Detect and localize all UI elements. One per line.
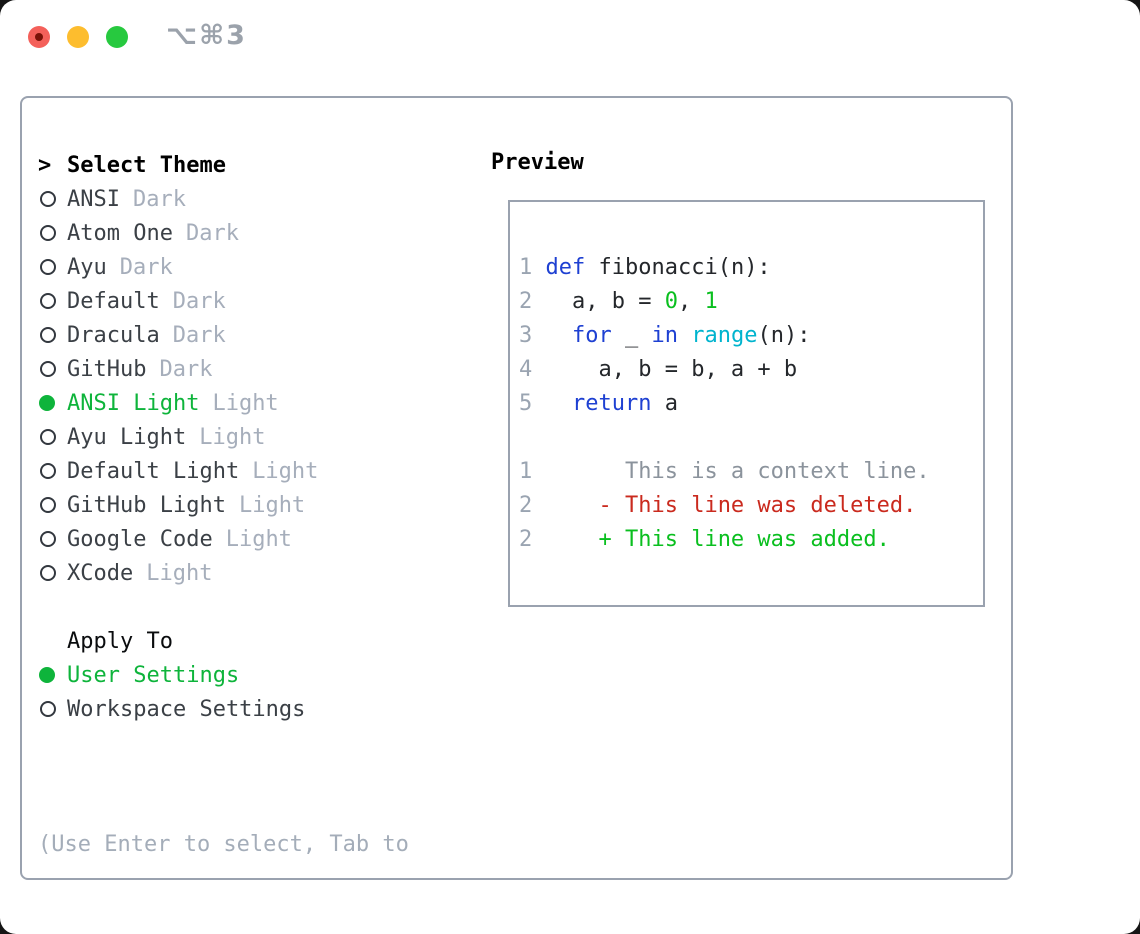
radio-selected-icon <box>39 667 55 683</box>
theme-name: Ayu Light <box>67 424 187 450</box>
preview-code-line: 4 a, b = b, a + b <box>519 357 798 382</box>
apply-option-user-settings[interactable]: User Settings <box>38 658 468 692</box>
theme-variant-tag: Light <box>212 390 279 416</box>
theme-option-google-code[interactable]: Google Code Light <box>38 522 468 556</box>
select-theme-header: > Select Theme <box>38 148 468 182</box>
theme-option-atom-one[interactable]: Atom One Dark <box>38 216 468 250</box>
radio-icon <box>40 531 56 547</box>
theme-option-ansi[interactable]: ANSI Dark <box>38 182 468 216</box>
preview-diff-added-line: 2 + This line was added. <box>519 527 890 552</box>
theme-name: GitHub Light <box>67 492 226 518</box>
traffic-lights <box>28 26 128 48</box>
theme-name: Dracula <box>67 322 160 348</box>
theme-option-default[interactable]: Default Dark <box>38 284 468 318</box>
theme-variant-tag: Dark <box>172 322 226 348</box>
theme-name: XCode <box>67 560 134 586</box>
preview-diff-deleted-line: 2 - This line was deleted. <box>519 493 917 518</box>
close-button-dot <box>35 33 43 41</box>
theme-variant-tag: Light <box>238 492 306 518</box>
preview-code-line: 3 for _ in range(n): <box>519 323 811 348</box>
apply-option-label: Workspace Settings <box>67 696 306 722</box>
preview-code-line: 2 a, b = 0, 1 <box>519 289 718 314</box>
theme-option-ansi-light[interactable]: ANSI Light Light <box>38 386 468 420</box>
theme-name: Default Light <box>67 458 240 484</box>
radio-icon <box>40 463 56 479</box>
select-theme-title: Select Theme <box>67 152 226 178</box>
theme-option-xcode[interactable]: XCode Light <box>38 556 468 590</box>
zoom-button[interactable] <box>106 26 128 48</box>
theme-name: Google Code <box>67 526 213 552</box>
hint-text: (Use Enter to select, Tab to change focu… <box>38 760 468 934</box>
window-shortcut-label: ⌥⌘3 <box>166 20 247 51</box>
theme-variant-tag: Dark <box>172 288 226 314</box>
radio-selected-icon <box>39 395 55 411</box>
theme-option-github[interactable]: GitHub Dark <box>38 352 468 386</box>
apply-option-label: User Settings <box>67 662 240 688</box>
radio-icon <box>40 327 56 343</box>
prompt-icon: > <box>38 152 52 178</box>
theme-variant-tag: Dark <box>132 186 186 212</box>
radio-icon <box>40 429 56 445</box>
radio-icon <box>40 701 56 717</box>
hint-line-2: change focus) <box>38 930 468 934</box>
spacer <box>38 726 468 760</box>
hint-line-1: (Use Enter to select, Tab to <box>38 832 409 857</box>
theme-name: ANSI <box>67 186 120 212</box>
theme-variant-tag: Light <box>146 560 213 586</box>
close-button[interactable] <box>28 26 50 48</box>
radio-icon <box>40 191 56 207</box>
radio-icon <box>40 497 56 513</box>
theme-variant-tag: Light <box>225 526 292 552</box>
radio-icon <box>40 225 56 241</box>
theme-variant-tag: Dark <box>159 356 213 382</box>
radio-icon <box>40 565 56 581</box>
apply-to-header: Apply To <box>38 624 468 658</box>
preview-code: 1 def fibonacci(n): 2 a, b = 0, 1 3 for _ … <box>519 251 930 557</box>
theme-option-github-light[interactable]: GitHub Light Light <box>38 488 468 522</box>
theme-variant-tag: Dark <box>185 220 239 246</box>
preview-code-line: 1 def fibonacci(n): <box>519 255 771 280</box>
theme-name: Atom One <box>67 220 173 246</box>
preview-title: Preview <box>491 150 584 175</box>
theme-name: ANSI Light <box>67 390 200 416</box>
apply-option-workspace-settings[interactable]: Workspace Settings <box>38 692 468 726</box>
radio-icon <box>40 361 56 377</box>
preview-diff-context-line: 1 This is a context line. <box>519 459 930 484</box>
theme-option-default-light[interactable]: Default Light Light <box>38 454 468 488</box>
theme-variant-tag: Light <box>252 458 319 484</box>
preview-box: 1 def fibonacci(n): 2 a, b = 0, 1 3 for _ … <box>508 200 985 607</box>
theme-option-ayu-light[interactable]: Ayu Light Light <box>38 420 468 454</box>
radio-icon <box>40 259 56 275</box>
theme-name: Default <box>67 288 160 314</box>
theme-name: GitHub <box>67 356 147 382</box>
theme-variant-tag: Light <box>199 424 266 450</box>
theme-variant-tag: Dark <box>119 254 173 280</box>
preview-blank-line <box>519 421 930 455</box>
theme-name: Ayu <box>67 254 107 280</box>
theme-option-ayu[interactable]: Ayu Dark <box>38 250 468 284</box>
minimize-button[interactable] <box>67 26 89 48</box>
apply-to-title: Apply To <box>67 628 173 654</box>
radio-icon <box>40 293 56 309</box>
spacer <box>38 590 468 624</box>
preview-code-line: 5 return a <box>519 391 678 416</box>
theme-option-dracula[interactable]: Dracula Dark <box>38 318 468 352</box>
